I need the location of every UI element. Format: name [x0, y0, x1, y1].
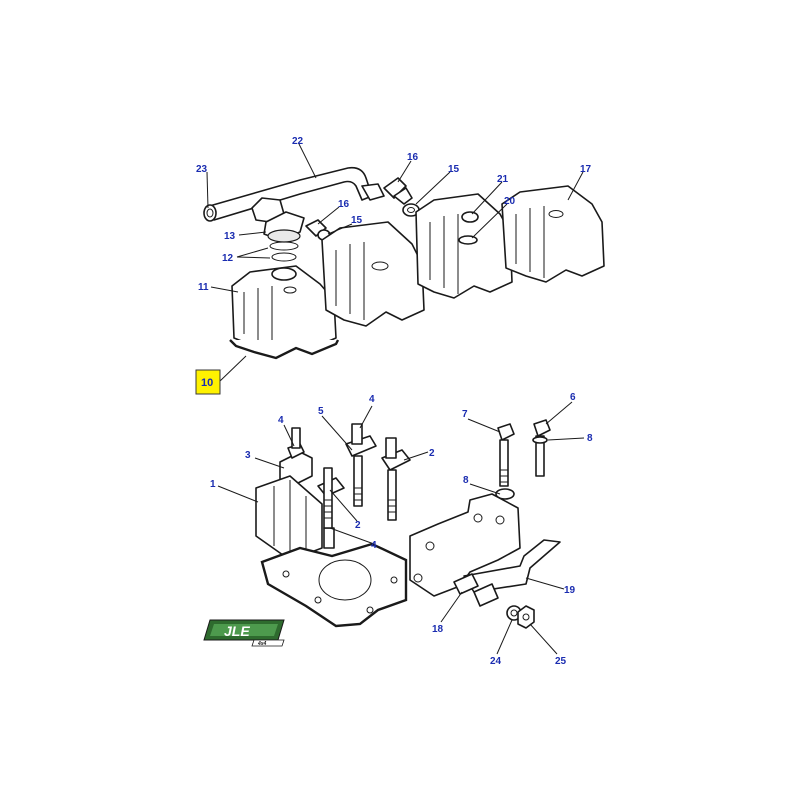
rocker-cover-middle[interactable]	[321, 221, 425, 327]
callout-16-top[interactable]: 16	[407, 152, 419, 163]
fitting-22[interactable]	[453, 573, 499, 607]
washer-8[interactable]	[495, 488, 515, 500]
leader-lines	[206, 143, 585, 655]
logo-subtext: 4x4	[257, 641, 267, 647]
logo-text: JLE	[224, 623, 250, 639]
bolt-6[interactable]	[532, 419, 551, 477]
callout-labels: 23 22 16 15 21 20 17 16 15 13 12 11 10 4…	[195, 136, 593, 667]
bolt-7[interactable]	[497, 423, 515, 487]
callout-16-mid[interactable]: 16	[338, 199, 350, 210]
callout-15-top[interactable]: 15	[448, 164, 460, 175]
rocker-cover-gasket-10[interactable]	[229, 339, 340, 360]
callout-5[interactable]: 5	[318, 406, 324, 417]
bolt-4-left[interactable]	[287, 427, 305, 459]
rocker-cover-19-18[interactable]	[415, 193, 513, 299]
thermostat-housing[interactable]	[409, 493, 521, 597]
callout-21[interactable]: 23	[196, 164, 208, 175]
bolt-2-right[interactable]	[381, 437, 411, 521]
bolt-2-left[interactable]	[317, 467, 345, 529]
cylinder-head-gasket[interactable]	[260, 542, 408, 628]
callout-8-left[interactable]: 8	[463, 475, 469, 486]
callout-7[interactable]: 7	[462, 409, 468, 420]
highlight-box-10[interactable]	[195, 369, 221, 395]
callout-13[interactable]: 13	[224, 231, 236, 242]
rocker-cover-11[interactable]	[231, 265, 337, 353]
callout-4-left[interactable]: 4	[278, 415, 284, 426]
callout-8-right[interactable]: 8	[587, 433, 593, 444]
callout-10[interactable]: 10	[201, 377, 213, 389]
callout-20[interactable]: 22	[292, 136, 304, 147]
callout-17[interactable]: 17	[580, 164, 592, 175]
o-rings-12[interactable]	[269, 241, 299, 262]
oil-filler-cap-13[interactable]	[263, 211, 305, 243]
callout-2-left[interactable]: 2	[355, 520, 361, 531]
bracket-5[interactable]	[345, 423, 377, 507]
jle-logo: JLE 4x4	[203, 619, 285, 647]
callout-11[interactable]: 11	[198, 282, 209, 293]
breather-pipe[interactable]	[203, 166, 385, 223]
callout-4-bottom[interactable]: 4	[371, 540, 377, 551]
callout-22[interactable]: 18	[432, 624, 444, 635]
callout-12[interactable]: 12	[222, 253, 234, 264]
callout-4-top[interactable]: 4	[369, 394, 375, 405]
callout-3[interactable]: 3	[245, 450, 251, 461]
callout-15-mid[interactable]: 15	[351, 215, 363, 226]
pipe-connector-16-top[interactable]	[383, 177, 413, 205]
callout-1[interactable]: 1	[210, 479, 216, 490]
nut-25[interactable]	[517, 605, 535, 629]
callout-24[interactable]: 24	[490, 656, 502, 667]
callout-25[interactable]: 25	[555, 656, 567, 667]
callout-6[interactable]: 6	[570, 392, 576, 403]
callout-19[interactable]: 21	[497, 174, 509, 185]
callout-18[interactable]: 20	[504, 196, 516, 207]
callout-2-right[interactable]: 2	[429, 448, 435, 459]
rocker-cover-17[interactable]	[501, 185, 605, 283]
callout-23[interactable]: 19	[564, 585, 576, 596]
